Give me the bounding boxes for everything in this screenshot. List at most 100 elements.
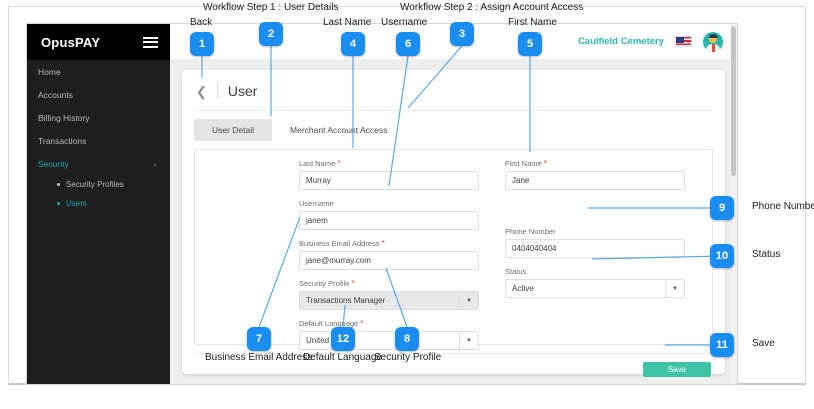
sidebar: OpusPAY Home Accounts Billing History Tr…: [27, 24, 170, 384]
field-label: Status: [505, 267, 685, 276]
sidebar-subitem-label: Users: [66, 199, 87, 208]
sidebar-item-home[interactable]: Home: [27, 60, 170, 83]
callout-label-business-email-address: Business Email Address: [205, 352, 313, 363]
tab-user-detail[interactable]: User Detail: [194, 119, 273, 141]
app-screenshot: OpusPAY Home Accounts Billing History Tr…: [26, 23, 738, 385]
callout-label-security-profile: Security Profile: [374, 352, 442, 363]
field-security-profile: Security Profile * Transactions Manager …: [299, 279, 479, 310]
selected-value: United States: [306, 336, 354, 345]
label-text: Last Name: [299, 159, 336, 168]
security-profile-select[interactable]: Transactions Manager ▼: [299, 291, 479, 310]
sidebar-item-security[interactable]: Security ⌄: [27, 152, 170, 175]
label-text: Username: [299, 199, 334, 208]
callout-badge-2[interactable]: 2: [259, 22, 283, 46]
sidebar-item-label: Billing History: [38, 112, 90, 123]
selected-value: Transactions Manager: [306, 296, 386, 305]
workflow-step-1-heading: Workflow Step 1 : User Details: [203, 2, 339, 13]
brand-logo: OpusPAY: [41, 34, 101, 50]
chevron-down-icon[interactable]: ▼: [459, 292, 478, 309]
workflow-step-2-heading: Workflow Step 2 : Assign Account Access: [400, 2, 584, 13]
save-button[interactable]: Save: [643, 362, 711, 377]
sidebar-item-transactions[interactable]: Transactions: [27, 129, 170, 152]
form-column-left: Last Name * Murray Username janem: [299, 159, 479, 359]
username-input[interactable]: janem: [299, 211, 479, 230]
callout-badge-6[interactable]: 6: [396, 32, 420, 56]
callout-badge-9[interactable]: 9: [710, 196, 734, 220]
callout-badge-7[interactable]: 7: [247, 327, 271, 351]
required-marker: *: [360, 319, 364, 328]
field-label: Security Profile *: [299, 279, 479, 288]
required-marker: *: [337, 159, 341, 168]
sidebar-item-billing-history[interactable]: Billing History: [27, 106, 170, 129]
selected-value: Active: [512, 284, 534, 293]
user-detail-form: Last Name * Murray Username janem: [194, 149, 713, 350]
card-header: ❮ User: [182, 70, 725, 110]
callout-badge-8[interactable]: 8: [395, 327, 419, 351]
sidebar-item-users[interactable]: Users: [27, 194, 170, 213]
tab-bar: User Detail Merchant Account Access: [182, 111, 725, 141]
chevron-left-icon[interactable]: ❮: [196, 83, 207, 99]
callout-badge-10[interactable]: 10: [710, 244, 734, 268]
required-marker: *: [351, 279, 355, 288]
sidebar-subitem-label: Security Profiles: [66, 180, 124, 189]
chevron-down-icon[interactable]: ▼: [459, 332, 478, 349]
callout-badge-11[interactable]: 11: [710, 333, 734, 357]
callout-label-status: Status: [752, 249, 781, 260]
sidebar-brand-bar: OpusPAY: [27, 24, 170, 60]
callout-label-save: Save: [752, 338, 775, 349]
callout-badge-12[interactable]: 12: [331, 327, 355, 351]
field-label: Phone Number: [505, 227, 685, 236]
chevron-down-icon[interactable]: ▼: [665, 280, 684, 297]
merchant-name[interactable]: Caulfield Cemetery: [577, 36, 664, 47]
divider: [216, 83, 218, 99]
field-label: Username: [299, 199, 479, 208]
field-label: Business Email Address *: [299, 239, 479, 248]
label-text: Status: [505, 267, 527, 276]
chevron-down-icon: ⌄: [152, 160, 158, 168]
callout-badge-1[interactable]: 1: [190, 32, 214, 56]
layout-spacer: [505, 199, 685, 227]
card-footer: Save: [182, 354, 725, 377]
tab-merchant-account-access[interactable]: Merchant Account Access: [290, 125, 388, 135]
sidebar-item-accounts[interactable]: Accounts: [27, 83, 170, 106]
callout-label-last-name: Last Name: [323, 17, 372, 28]
callout-label-username: Username: [381, 17, 428, 28]
callout-badge-5[interactable]: 5: [518, 32, 542, 56]
us-flag-icon[interactable]: [675, 36, 692, 47]
callout-badge-3[interactable]: 3: [450, 22, 474, 46]
business-email-address-input[interactable]: jane@murray.com: [299, 251, 479, 270]
status-select[interactable]: Active ▼: [505, 279, 685, 298]
field-label: Last Name *: [299, 159, 479, 168]
user-avatar-icon[interactable]: [703, 31, 723, 52]
hamburger-icon[interactable]: [143, 36, 158, 48]
label-text: Phone Number: [505, 227, 556, 236]
callout-label-default-language: Default Language: [303, 352, 382, 363]
label-text: Security Profile: [299, 279, 350, 288]
field-first-name: First Name * Jane: [505, 159, 685, 190]
label-text: Business Email Address: [299, 239, 380, 248]
field-phone-number: Phone Number 0404040404: [505, 227, 685, 258]
callout-label-first-name: First Name: [508, 17, 557, 28]
scrollbar-thumb[interactable]: [731, 26, 736, 176]
first-name-input[interactable]: Jane: [505, 171, 685, 190]
label-text: First Name: [505, 159, 542, 168]
default-language-select[interactable]: United States ▼: [299, 331, 479, 350]
divider: [194, 110, 713, 111]
last-name-input[interactable]: Murray: [299, 171, 479, 190]
sidebar-item-label: Home: [38, 66, 61, 77]
sidebar-item-label: Security: [38, 158, 69, 169]
callout-badge-4[interactable]: 4: [341, 32, 365, 56]
sidebar-item-security-profiles[interactable]: Security Profiles: [27, 175, 170, 194]
field-default-language: Default Language * United States ▼: [299, 319, 479, 350]
phone-number-input[interactable]: 0404040404: [505, 239, 685, 258]
field-business-email-address: Business Email Address * jane@murray.com: [299, 239, 479, 270]
sidebar-item-label: Transactions: [38, 135, 87, 146]
bullet-icon: [57, 202, 60, 205]
bullet-icon: [57, 183, 60, 186]
field-status: Status Active ▼: [505, 267, 685, 298]
required-marker: *: [543, 159, 547, 168]
page-title: User: [227, 83, 258, 99]
field-label: Default Language *: [299, 319, 479, 328]
sidebar-item-label: Accounts: [38, 89, 73, 100]
required-marker: *: [381, 239, 385, 248]
